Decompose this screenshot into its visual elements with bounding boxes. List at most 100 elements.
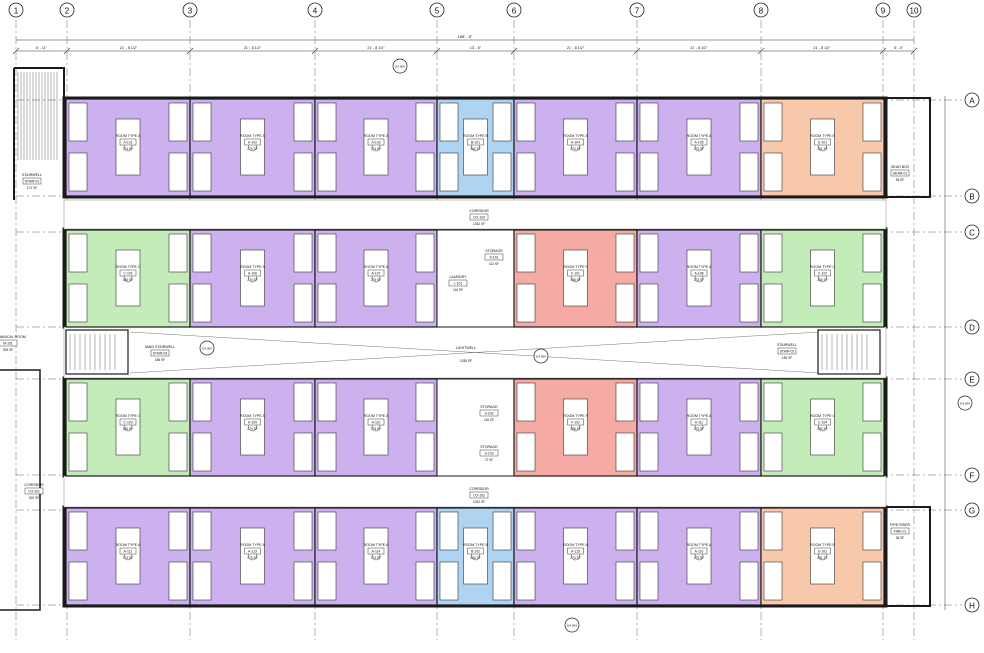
- room-tag: E-102: [818, 550, 827, 554]
- space-tag-box: [22, 177, 42, 185]
- room-tag: A-110: [372, 421, 381, 425]
- room-area: 274 SF: [123, 556, 133, 560]
- section-marker-label: D4.004: [536, 355, 546, 359]
- west-stair-wall: [13, 67, 65, 200]
- bed: [168, 561, 188, 601]
- room-tag: A-102: [248, 141, 257, 145]
- bed: [516, 152, 536, 192]
- room-tag-box: [244, 547, 261, 555]
- bed: [68, 102, 88, 142]
- section-marker: D4.004: [199, 340, 215, 356]
- room-tag: A-114: [372, 550, 381, 554]
- bed: [293, 102, 313, 142]
- space-name: GEAR BOX: [891, 165, 910, 169]
- room-tag-box: [119, 418, 137, 426]
- room-tag-box: [367, 138, 385, 146]
- room-tag: A-109: [248, 421, 257, 425]
- space-tag-box: [479, 449, 499, 457]
- bed: [317, 432, 337, 472]
- bed: [516, 432, 536, 472]
- bed: [317, 283, 337, 323]
- bed: [317, 561, 337, 601]
- bed: [168, 152, 188, 192]
- bed: [317, 152, 337, 192]
- bed: [168, 511, 188, 551]
- bed: [862, 152, 882, 192]
- room-tag: C-103: [123, 421, 132, 425]
- grid-bubble-label: 6: [512, 7, 517, 16]
- room-area: 280 SF: [817, 427, 827, 431]
- space-tag: STAIR-01: [25, 180, 40, 184]
- section-marker-label: D4.004: [960, 402, 970, 406]
- room-type-label: ROOM TYPE E: [810, 543, 835, 547]
- corridor-area: [63, 475, 887, 508]
- bed: [293, 561, 313, 601]
- room-area: 275 SF: [247, 556, 257, 560]
- room-area: 274 SF: [247, 278, 257, 282]
- grid-bubble-column: 2: [59, 2, 75, 18]
- room-type-label: ROOM TYPE A: [240, 543, 265, 547]
- main-stair: [65, 329, 129, 375]
- bathroom: [363, 118, 389, 176]
- bed: [615, 283, 635, 323]
- room-area: 288 SF: [570, 427, 580, 431]
- room-type-label: ROOM TYPE A: [364, 134, 389, 138]
- room-area: 281 SF: [817, 147, 827, 151]
- space-area: 185 SF: [155, 358, 165, 362]
- room-tag: C-104: [818, 421, 827, 425]
- room-tag-box: [814, 547, 831, 555]
- grid-bubble-circle: [964, 188, 980, 204]
- service-core: [436, 378, 515, 477]
- bed: [639, 283, 659, 323]
- space-area: 393 SF: [3, 348, 13, 352]
- room-area: 273 SF: [694, 147, 704, 151]
- grid-bubble-column: 7: [629, 2, 645, 18]
- space-area: 185 SF: [782, 356, 792, 360]
- dimension-segment: 21' - 8 1/2": [367, 46, 385, 50]
- room-tag: A-106: [248, 272, 257, 276]
- bed: [492, 102, 512, 142]
- room-area: 274 SF: [570, 556, 580, 560]
- dimension-tick: [633, 47, 641, 55]
- bed: [293, 152, 313, 192]
- bed: [763, 152, 783, 192]
- space-area: 38 SF: [896, 536, 905, 540]
- bed: [415, 283, 435, 323]
- space-name: STAIRWELL: [777, 343, 797, 347]
- bed: [293, 233, 313, 273]
- dimension-segment: 21' - 8 1/2": [813, 46, 831, 50]
- section-marker-circle: [392, 58, 408, 74]
- room-type-label: ROOM TYPE A: [364, 265, 389, 269]
- grid-bubble-label: 9: [881, 7, 886, 16]
- space-area: 112 SF: [489, 262, 499, 266]
- bathroom: [686, 527, 712, 585]
- room-tag: A-103: [371, 141, 380, 145]
- bed: [739, 102, 759, 142]
- section-marker-circle: [199, 340, 215, 356]
- bed: [615, 382, 635, 422]
- grid-bubble-label: 1: [14, 7, 19, 16]
- grid-bubble-row: D: [964, 319, 980, 335]
- space-name: MECHANICAL ROOM: [0, 335, 26, 339]
- room-area: 274 SF: [247, 427, 257, 431]
- room-area: 273 SF: [694, 556, 704, 560]
- grid-bubble-circle: [964, 597, 980, 613]
- grid-bubble-label: 2: [65, 7, 70, 16]
- grid-bubble-label: 4: [313, 7, 318, 16]
- bed: [415, 233, 435, 273]
- bed: [639, 561, 659, 601]
- room-tag: A-111: [695, 421, 704, 425]
- grid-bubble-label: 8: [759, 7, 764, 16]
- grid-bubble-label: B: [969, 193, 974, 202]
- grid-bubble-label: 10: [910, 7, 919, 16]
